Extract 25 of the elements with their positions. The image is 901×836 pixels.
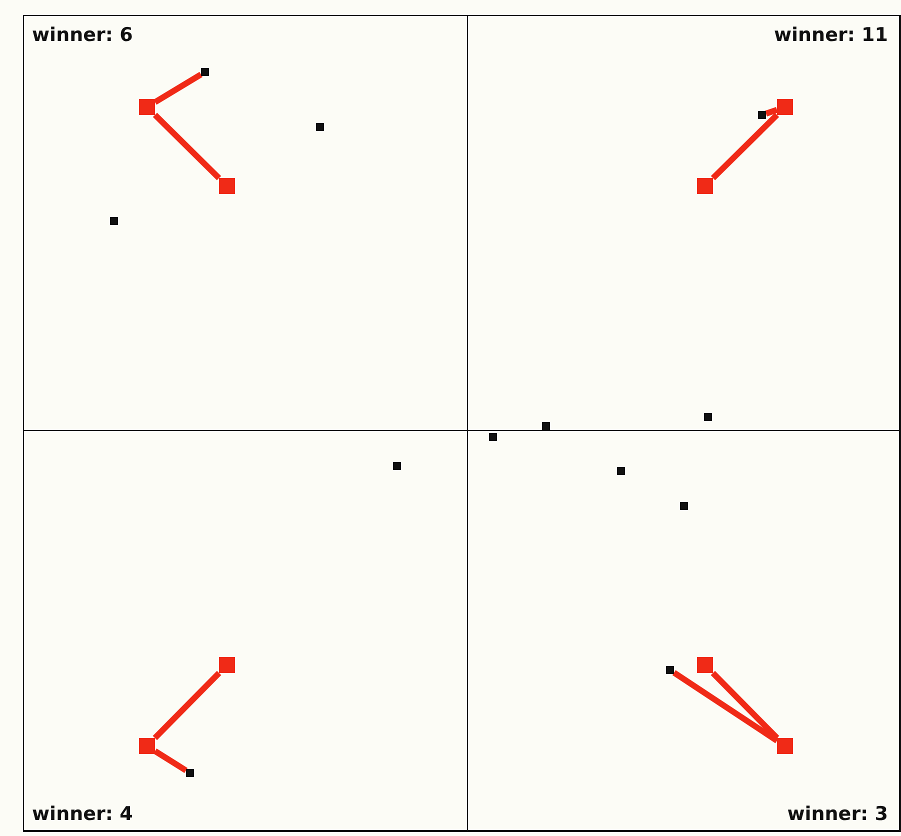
data-point bbox=[186, 769, 194, 777]
trajectory-line bbox=[153, 72, 203, 105]
trajectory-line bbox=[152, 670, 222, 740]
trajectory-line bbox=[672, 670, 779, 744]
marker-square bbox=[139, 99, 155, 115]
trajectory-line bbox=[710, 670, 780, 740]
marker-square bbox=[219, 657, 235, 673]
plot-panel bbox=[467, 430, 901, 832]
data-point bbox=[201, 68, 209, 76]
marker-square bbox=[777, 99, 793, 115]
marker-square bbox=[219, 178, 235, 194]
data-point bbox=[758, 111, 766, 119]
trajectory-line bbox=[152, 112, 222, 180]
winner-label: winner: 6 bbox=[32, 24, 133, 46]
winner-label: winner: 3 bbox=[787, 803, 888, 825]
winner-label: winner: 4 bbox=[32, 803, 133, 825]
data-point bbox=[666, 666, 674, 674]
marker-square bbox=[697, 657, 713, 673]
marker-square bbox=[139, 738, 155, 754]
winner-label: winner: 11 bbox=[774, 24, 888, 46]
marker-square bbox=[777, 738, 793, 754]
trajectory-line bbox=[765, 106, 778, 116]
trajectory-line bbox=[710, 112, 780, 180]
marker-square bbox=[697, 178, 713, 194]
trajectory-line bbox=[153, 748, 188, 774]
